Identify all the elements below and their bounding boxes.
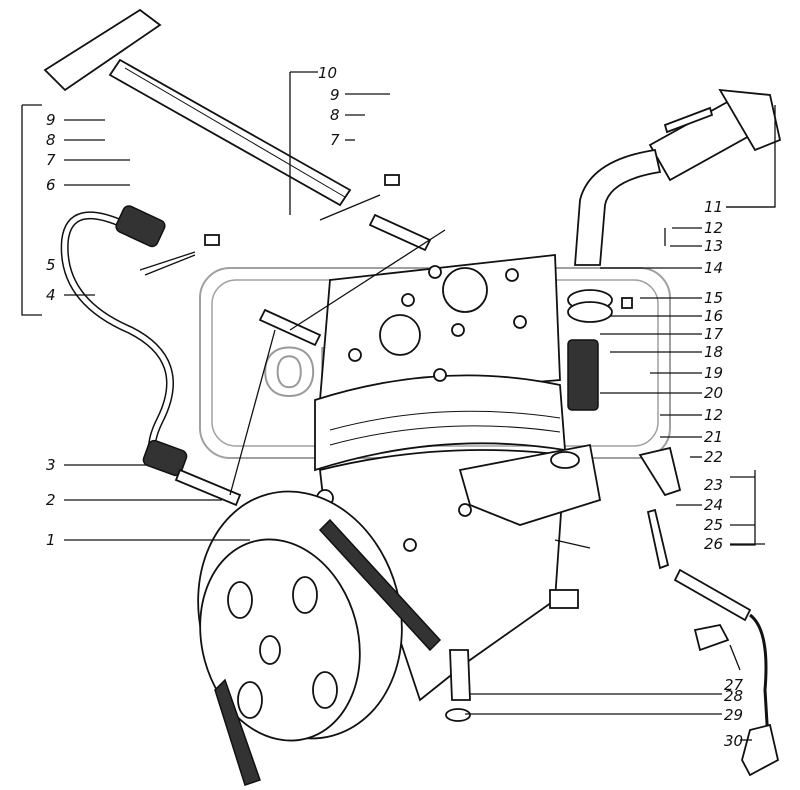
callout-label: 12 — [704, 219, 723, 237]
callout-label: 7 — [330, 131, 340, 149]
callout-label: 1 — [46, 531, 56, 549]
fittings-right — [445, 446, 780, 777]
callout-label: 7 — [46, 151, 56, 169]
callout-label: 26 — [704, 535, 723, 553]
callout-label: 22 — [704, 448, 723, 466]
hose-4 — [60, 205, 242, 507]
outlet-pipe-11 — [574, 88, 782, 266]
callout-label: 4 — [46, 286, 56, 304]
callout-label: 18 — [704, 343, 723, 361]
callout-label: 10 — [318, 64, 337, 82]
leader-line — [729, 644, 741, 671]
small-parts — [144, 174, 400, 276]
fittings — [229, 213, 446, 496]
callout-label: 8 — [330, 106, 340, 124]
callout-label: 15 — [704, 289, 723, 307]
callout-label: 8 — [46, 131, 56, 149]
callout-label: 14 — [704, 259, 723, 277]
callout-label: 27 — [724, 676, 744, 694]
pulley — [197, 490, 442, 786]
compressor-body — [314, 253, 602, 702]
callout-label: 23 — [704, 476, 723, 494]
callout-label: 28 — [724, 687, 743, 705]
callout-label: 19 — [704, 364, 723, 382]
callout-label: 20 — [704, 384, 723, 402]
clamp-and-sleeve — [567, 289, 633, 411]
callout-label: 17 — [704, 325, 724, 343]
callout-label: 30 — [724, 732, 743, 750]
callout-label: 25 — [704, 516, 723, 534]
callout-label: 9 — [46, 111, 56, 129]
callout-labels: 1234567891098711121314151617181920122122… — [46, 64, 775, 750]
callout-label: 11 — [704, 198, 723, 216]
water-hose-10 — [43, 8, 352, 207]
callout-label: 2 — [46, 491, 56, 509]
callout-label: 29 — [724, 706, 743, 724]
callout-label: 6 — [46, 176, 56, 194]
callout-label: 16 — [704, 307, 723, 325]
callout-label: 3 — [46, 456, 56, 474]
callout-label: 13 — [704, 237, 723, 255]
callout-label: 21 — [704, 428, 723, 446]
callout-label: 12 — [704, 406, 723, 424]
callout-label: 9 — [330, 86, 340, 104]
callout-label: 24 — [704, 496, 723, 514]
callout-label: 5 — [46, 256, 56, 274]
